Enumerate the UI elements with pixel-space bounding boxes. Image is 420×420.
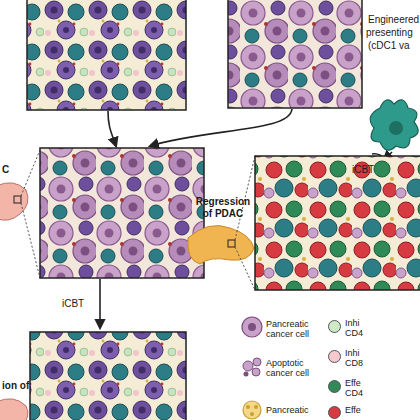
legend-swatch — [328, 320, 341, 333]
caption-text: Engineered — [368, 14, 420, 26]
treatment-label: iCBT — [62, 298, 96, 310]
legend-swatch — [328, 406, 341, 419]
legend-text: Pancreatic — [266, 405, 324, 415]
treatment-label: iCBT — [352, 164, 382, 176]
panel-label: C — [2, 164, 16, 176]
legend-icons — [242, 317, 262, 419]
legend-text: Apoptotic cancer cell — [266, 358, 324, 379]
panel-label: ion of — [2, 380, 42, 392]
panel-label: Regression of PDAC — [190, 196, 256, 219]
legend-text: Effe — [345, 405, 375, 415]
dendritic-cell — [370, 100, 418, 150]
caption-text: (cDC1 va — [368, 40, 420, 52]
legend-text: Inhi CD4 — [345, 318, 375, 339]
caption-text: presenting — [366, 27, 420, 39]
legend-text: Inhi CD8 — [345, 348, 375, 369]
legend-swatch — [328, 380, 341, 393]
legend-swatch — [328, 350, 341, 363]
legend-text: Effe CD4 — [345, 378, 375, 399]
legend-text: Pancreatic cancer cell — [266, 319, 324, 340]
